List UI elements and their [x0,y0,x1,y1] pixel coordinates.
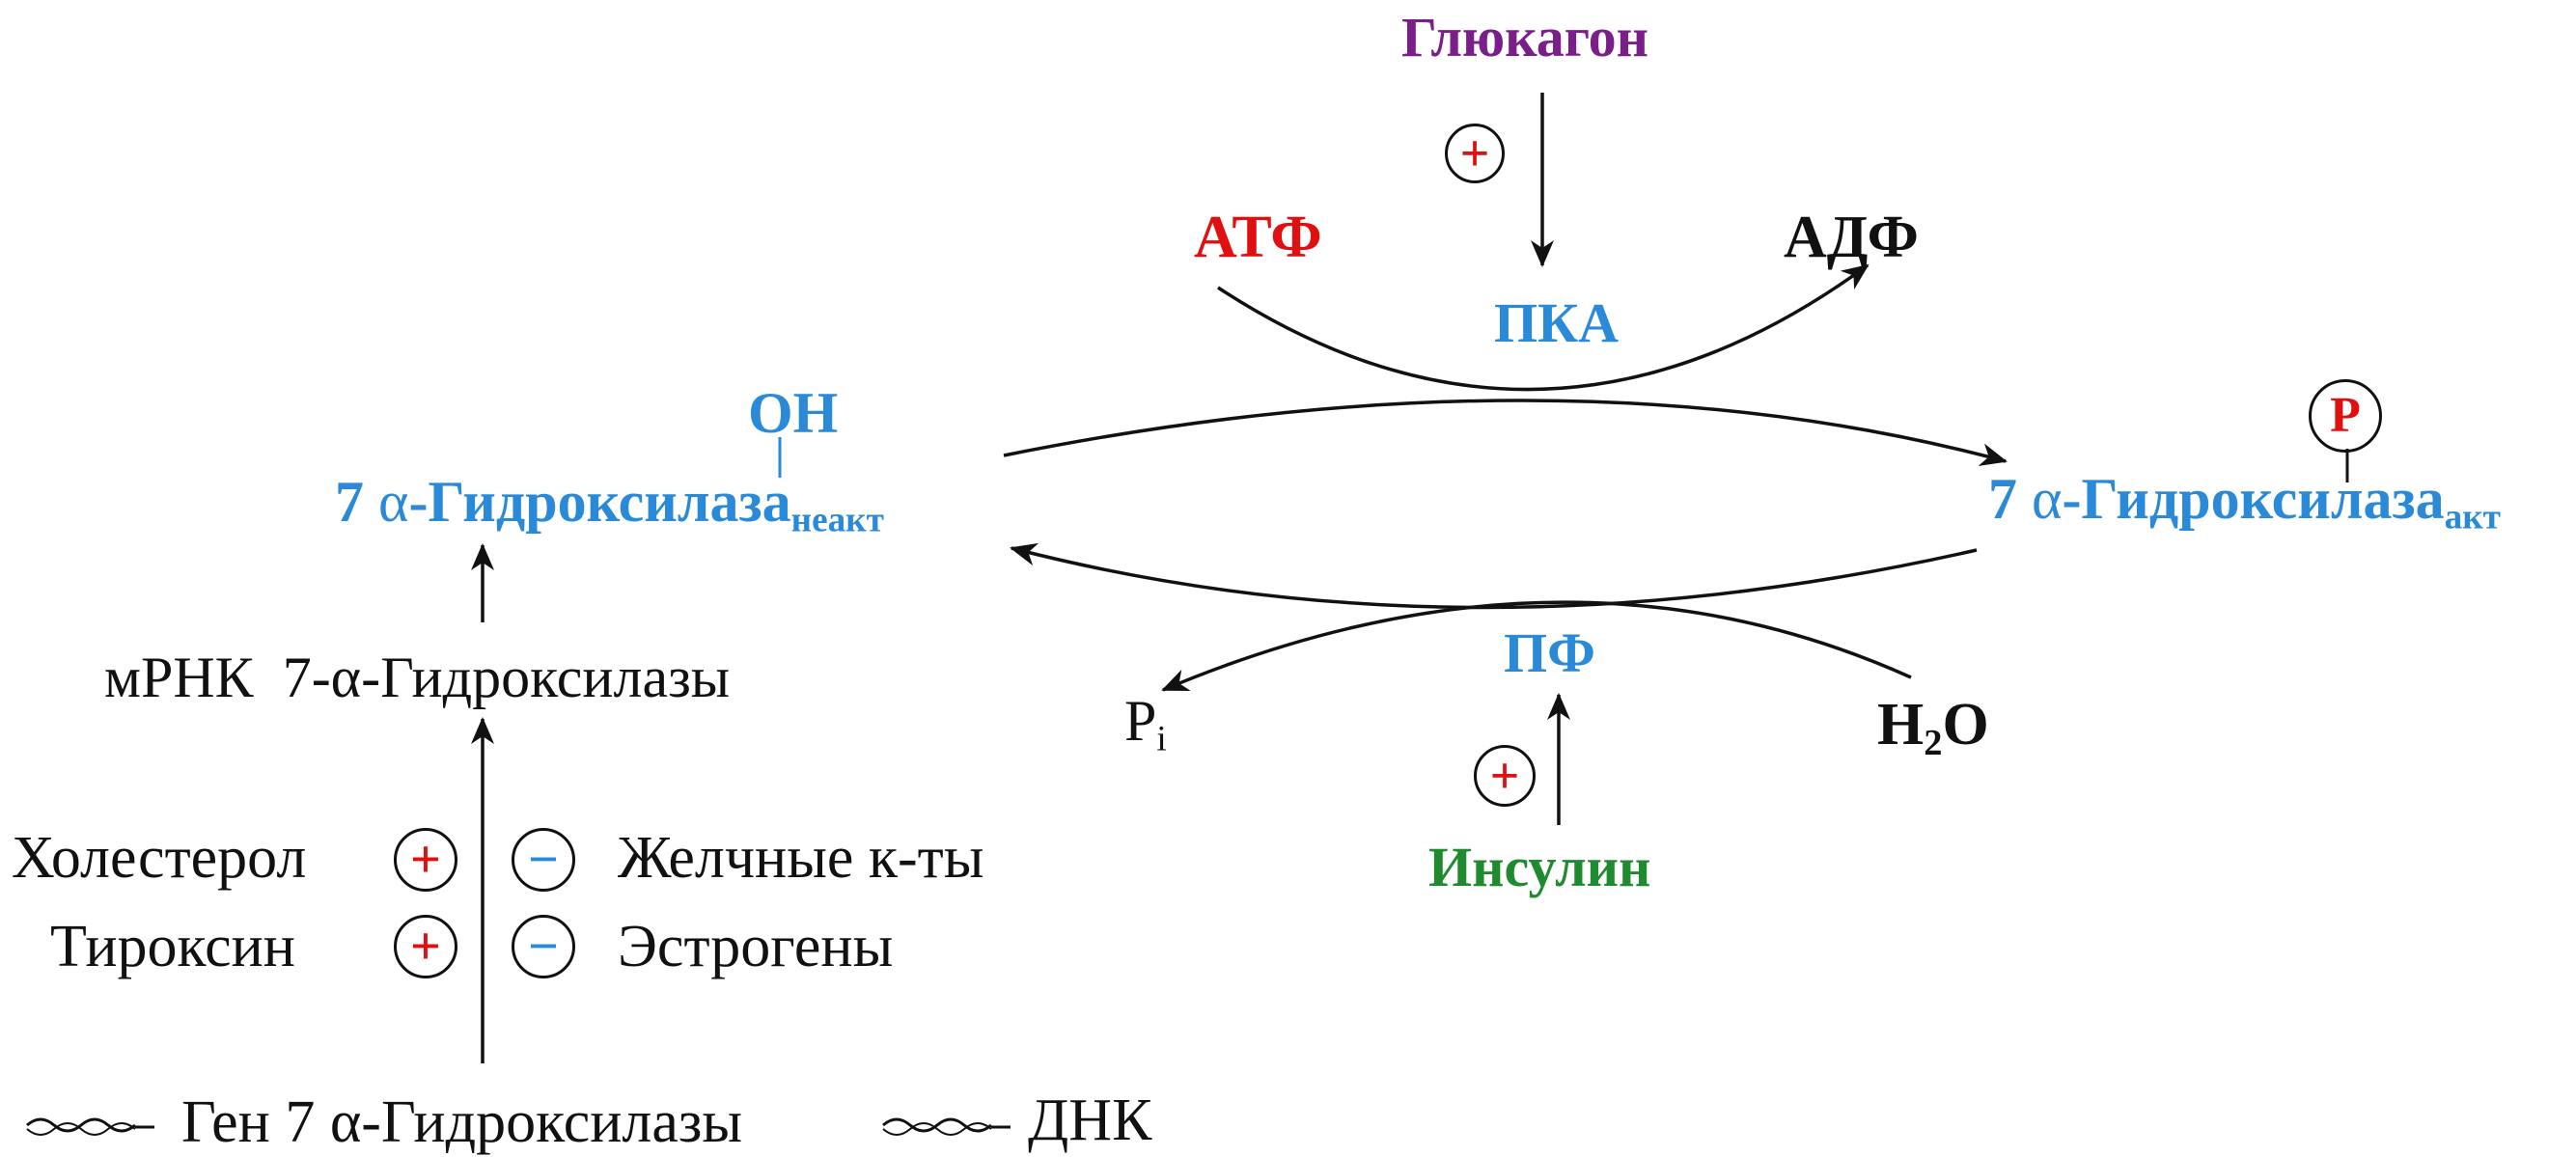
atp-label: АТФ [1194,205,1322,270]
h2o-o: O [1942,692,1989,758]
inactive-enzyme-prefix: 7 [335,470,378,534]
dna-squiggle-left [26,1117,136,1133]
pka-label: ПКА [1494,291,1620,354]
activator-cholesterol: Холестерол [12,825,307,891]
activator-thyroxine: Тироксин [50,914,295,979]
active-enzyme-alpha: α [2032,467,2063,531]
activation-arrow [1003,399,2008,466]
active-enzyme-subscript: акт [2444,497,2501,537]
gene-label: Ген 7 α-Гидроксилазы [181,1089,743,1155]
adp-label: АДФ [1784,205,1919,270]
glucagon-label: Глюкагон [1401,6,1649,69]
active-enzyme-prefix: 7 [1988,467,2032,531]
active-enzyme-label: 7 α-Гидроксилазаакт [1988,470,2501,536]
inactive-enzyme-alpha: α [378,470,409,534]
mrna-label: мРНК 7-α-Гидроксилазы [104,646,731,709]
inactivation-arrow [1010,542,1978,610]
estrogens-minus-sign: − [512,915,575,978]
h2o-pi-arrow [1161,600,1912,692]
pi-main: P [1124,689,1157,753]
oh-group-label: OH [748,381,839,445]
h2o-label: H2O [1877,695,1989,761]
bile-acids-minus-sign: − [512,828,575,892]
inactive-enzyme-name: -Гидроксилаза [408,470,791,534]
thyroxine-plus-sign: + [394,915,457,978]
pi-subscript: i [1156,719,1167,759]
inactive-enzyme-label: 7 α-Гидроксилазанеакт [335,473,884,538]
phosphate-group-circle: P [2309,379,2382,453]
atp-adp-arrow [1217,263,1870,392]
insulin-plus-sign: + [1474,745,1536,807]
inactive-enzyme-subscript: неакт [790,500,884,540]
repressor-estrogens: Эстрогены [618,914,894,979]
dna-squiggle-left-2 [26,1122,136,1136]
h2o-subscript: 2 [1924,722,1943,763]
pf-label: ПФ [1504,621,1595,684]
active-enzyme-name: -Гидроксилаза [2062,467,2445,531]
h2o-h: H [1877,692,1925,758]
dna-squiggle-right [882,1117,992,1133]
repressor-bile-acids: Желчные к-ты [618,825,984,891]
pi-label: Pi [1124,692,1167,758]
dna-squiggle-right-2 [882,1122,992,1136]
dna-label: ДНК [1028,1088,1152,1153]
glucagon-plus-sign: + [1445,124,1505,183]
cholesterol-plus-sign: + [394,828,457,892]
insulin-label: Инсулин [1428,836,1651,898]
